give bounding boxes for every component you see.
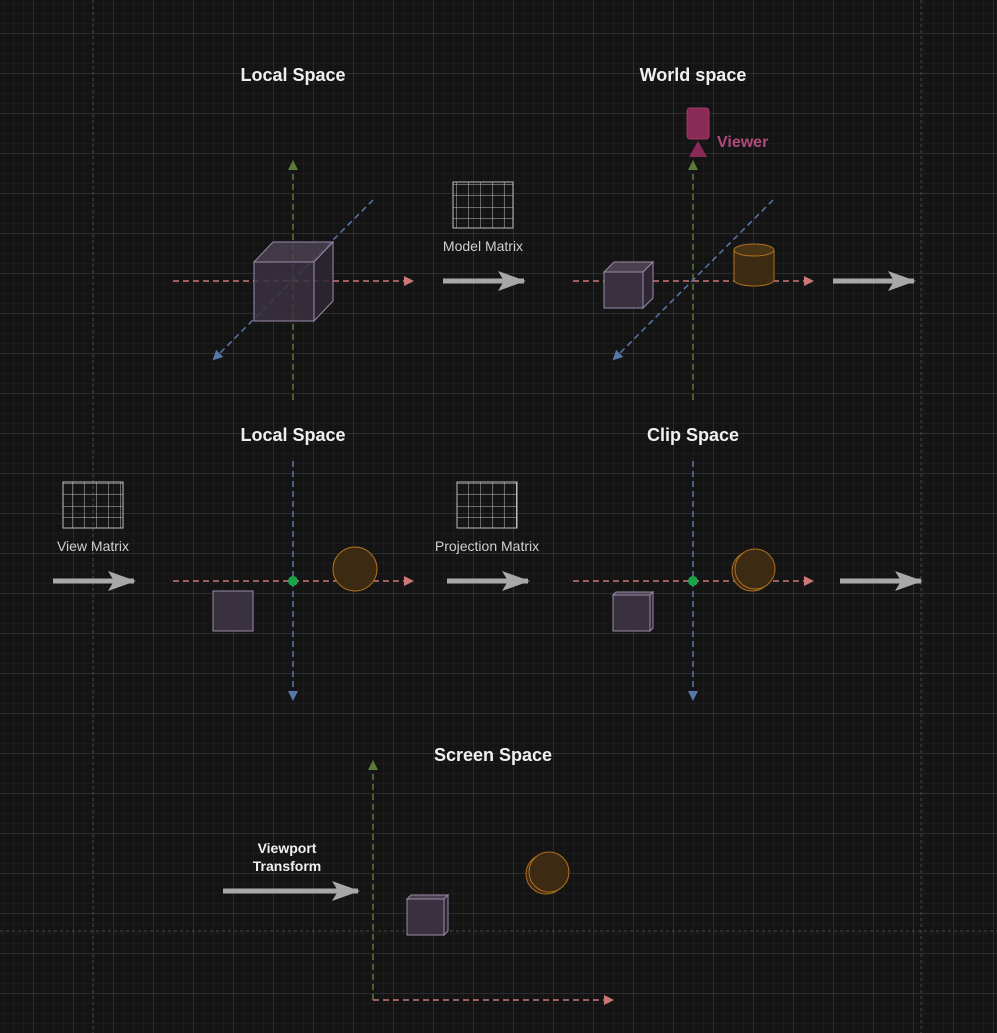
viewport-transform-label: Viewport: [258, 840, 317, 856]
screen-space-stage: Screen Space: [368, 745, 614, 1005]
projection-matrix-label: Projection Matrix: [435, 538, 539, 554]
stage-title-clip-space: Clip Space: [647, 425, 739, 445]
viewport-transform-label: Transform: [253, 858, 321, 874]
model-matrix-transform: Model Matrix: [443, 181, 526, 291]
matrix-grid-icon: [452, 181, 514, 229]
cube-shape: [611, 590, 655, 633]
sphere-shape: [332, 546, 378, 592]
sphere-shape: [525, 851, 570, 895]
model-matrix-label: Model Matrix: [443, 238, 523, 254]
viewport-transform: Viewport Transform: [223, 840, 360, 901]
view-local-space-stage: Local Space: [173, 425, 414, 701]
view-matrix-label: View Matrix: [57, 538, 129, 554]
stage-title-local-space: Local Space: [240, 425, 345, 445]
cube-shape: [252, 240, 335, 323]
viewer-label: Viewer: [717, 134, 768, 151]
stage-title-world-space: World space: [640, 65, 747, 85]
stage-title-screen-space: Screen Space: [434, 745, 552, 765]
origin-dot: [288, 576, 298, 586]
origin-dot: [688, 576, 698, 586]
viewer-camera: Viewer: [686, 107, 768, 157]
clip-space-stage: Clip Space: [573, 425, 814, 701]
cylinder-shape: [733, 243, 775, 287]
matrix-grid-icon: [456, 481, 518, 529]
local-space-3d-stage: Local Space: [173, 65, 414, 400]
cube-shape: [212, 590, 254, 632]
camera-lens-icon: [689, 141, 707, 157]
view-matrix-transform: View Matrix: [53, 481, 136, 591]
z-axis: [612, 199, 774, 361]
stage-title-local-space: Local Space: [240, 65, 345, 85]
matrix-grid-icon: [62, 481, 124, 529]
world-space-stage: World space Viewer: [573, 65, 814, 400]
projection-matrix-transform: Projection Matrix: [435, 481, 539, 591]
sphere-shape: [731, 548, 776, 592]
cube-shape: [405, 893, 450, 937]
camera-icon: [686, 107, 710, 140]
cube-shape: [602, 260, 655, 310]
